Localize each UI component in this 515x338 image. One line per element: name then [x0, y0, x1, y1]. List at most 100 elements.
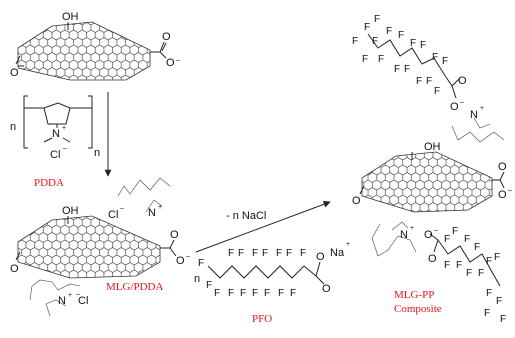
carboxyl-oxygen: O	[170, 229, 179, 241]
fluorine: F	[394, 64, 400, 75]
fluorine: F	[262, 248, 268, 259]
hydroxyl-group: OH	[62, 205, 79, 217]
fluorine-labels: F F F F F F F F F F F F F F F F F	[352, 14, 448, 97]
composite-product: O O – F F F F F F F F F F F F F F F F F …	[352, 14, 512, 325]
pfo-chain	[207, 265, 317, 279]
pdda-nitrogen-charge: +	[480, 105, 484, 112]
mlg-pdda-label: MLG/PDDA	[106, 281, 164, 293]
carboxylate-charge: –	[460, 99, 464, 106]
fluorine: F	[290, 288, 296, 299]
fluorine: F	[452, 226, 458, 237]
pdda-monomer: n n N + Cl – PDDA	[10, 95, 100, 189]
pdda-nitrogen-charge: +	[158, 204, 162, 211]
fluorine: F	[362, 54, 368, 65]
repeat-index-n: n	[194, 273, 200, 285]
pdda-counterion-charge: –	[63, 145, 67, 152]
chloride-ion: Cl	[78, 295, 88, 307]
fluorine: F	[214, 288, 220, 299]
carboxyl-oxygen: O	[450, 101, 459, 113]
repeat-index-n: n	[10, 121, 16, 133]
pfo-reagent: n O O Na + F F F F F F F F F F F F F F F…	[194, 241, 350, 325]
chloride-ion-charge: –	[120, 205, 124, 212]
fluorine: F	[426, 76, 432, 87]
fluorine: F	[496, 296, 502, 307]
epoxide-oxygen: O	[10, 67, 19, 79]
pfo-chain	[367, 33, 453, 87]
fluorine: F	[416, 76, 422, 87]
fluorine: F	[464, 234, 470, 245]
pdda-nitrogen: N	[52, 128, 60, 140]
fluorine: F	[264, 288, 270, 299]
composite-label-line2: Composite	[394, 303, 442, 315]
chloride-ion: Cl	[108, 209, 118, 221]
fluorine: F	[278, 288, 284, 299]
fluorine: F	[444, 234, 450, 245]
carboxylate-charge: –	[508, 187, 512, 194]
carboxyl-oxygen: O	[424, 229, 433, 241]
fluorine: F	[500, 314, 506, 325]
fluorine-labels: F F F F F F F F F F F F F F F F	[198, 248, 306, 299]
fluorine: F	[486, 288, 492, 299]
fluorine: F	[300, 248, 306, 259]
carboxyl-oxygen: O	[428, 253, 437, 265]
fluorine: F	[486, 256, 492, 267]
pdda-nitrogen: N	[148, 207, 156, 219]
fluorine: F	[410, 38, 416, 49]
graphene-sheet-2: OH O O – O N + Cl – N + Cl – MLG/PDDA	[10, 177, 190, 317]
pfo-chain	[437, 239, 501, 287]
fluorine: F	[238, 248, 244, 259]
byproduct-label: - n NaCl	[226, 210, 266, 222]
fluorine: F	[364, 22, 370, 33]
fluorine: F	[434, 86, 440, 97]
arrow-step-2	[195, 200, 331, 253]
pdda-nitrogen-charge: +	[410, 225, 414, 232]
carboxyl-oxygen: O	[176, 255, 185, 267]
carboxyl-oxygen: O	[162, 31, 171, 43]
graphene-sheet-1: OH O O – O	[10, 11, 180, 81]
composite-label-line1: MLG-PP	[394, 289, 434, 301]
carboxylate-charge: –	[434, 227, 438, 234]
carboxyl-oxygen: O	[498, 189, 507, 201]
fluorine: F	[276, 248, 282, 259]
pdda-nitrogen: N	[58, 295, 66, 307]
fluorine: F	[206, 280, 212, 291]
pdda-nitrogen: N	[470, 109, 478, 121]
pdda-counterion: Cl	[50, 149, 60, 161]
carboxyl-oxygen: O	[316, 251, 325, 263]
sodium-ion-charge: +	[346, 241, 350, 248]
graphene-lattice	[361, 151, 493, 213]
pdda-nitrogen-charge: +	[62, 125, 66, 132]
fluorine: F	[398, 30, 404, 41]
fluorine: F	[252, 288, 258, 299]
fluorine: F	[478, 268, 484, 279]
epoxide-oxygen: O	[352, 195, 361, 207]
carboxyl-oxygen: O	[458, 75, 467, 87]
fluorine: F	[386, 26, 392, 37]
graphene-lattice	[17, 215, 161, 279]
fluorine-labels: F F F F F F F F F F F F F F	[444, 226, 506, 325]
hydroxyl-group: OH	[424, 141, 441, 153]
fluorine: F	[404, 64, 410, 75]
fluorine: F	[372, 36, 378, 47]
fluorine: F	[228, 288, 234, 299]
fluorine: F	[352, 36, 358, 47]
fluorine: F	[374, 14, 380, 25]
fluorine: F	[442, 56, 448, 67]
chloride-ion-charge: –	[76, 291, 80, 298]
fluorine: F	[484, 308, 490, 319]
carboxyl-oxygen: O	[166, 57, 175, 69]
epoxide-oxygen: O	[10, 263, 19, 275]
repeat-index-n: n	[94, 147, 100, 159]
sodium-ion: Na	[330, 247, 345, 259]
fluorine: F	[286, 248, 292, 259]
fluorine: F	[466, 268, 472, 279]
pfo-label: PFO	[252, 313, 272, 325]
fluorine: F	[378, 54, 384, 65]
fluorine: F	[420, 40, 426, 51]
fluorine: F	[432, 52, 438, 63]
fluorine: F	[240, 288, 246, 299]
fluorine: F	[494, 252, 500, 263]
carboxylate-charge: –	[176, 57, 180, 64]
pdda-nitrogen-charge: +	[68, 292, 72, 299]
